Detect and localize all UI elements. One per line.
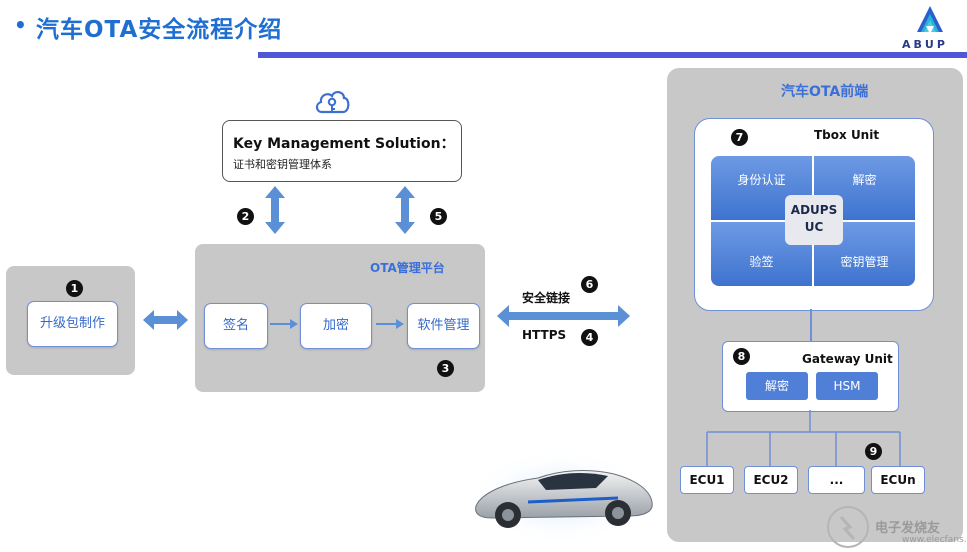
kms-title: Key Management Solution： <box>233 136 455 152</box>
encrypt-box: 加密 <box>300 303 372 349</box>
tbox-cell-decrypt: 解密 <box>814 156 915 220</box>
step-number-4: 4 <box>581 329 598 346</box>
step-number-3: 3 <box>437 360 454 377</box>
step-number-6: 6 <box>581 276 598 293</box>
sign-box: 签名 <box>204 303 268 349</box>
logo <box>903 4 957 38</box>
adups-line2: UC <box>804 220 824 234</box>
watermark-text: 电子发烧友 <box>875 521 941 536</box>
step-number-2: 2 <box>237 208 254 225</box>
gateway-hsm-label: HSM <box>833 379 861 393</box>
watermark-url: www.elecfans.com <box>902 535 967 545</box>
gateway-hsm-box: HSM <box>816 372 878 400</box>
ota-platform-title: OTA管理平台 <box>370 261 445 275</box>
tbox-cell-keymgmt-label: 密钥管理 <box>840 255 889 269</box>
adups-line1: ADUPS <box>790 203 838 217</box>
kms-box <box>222 120 462 182</box>
vertical-arrow-left <box>265 186 285 234</box>
gateway-title: Gateway Unit <box>802 352 893 366</box>
package-make-label: 升级包制作 <box>39 316 105 331</box>
logo-icon <box>917 6 943 34</box>
ecu-tree-lines <box>706 410 901 466</box>
page-title: 汽车OTA安全流程介绍 <box>36 17 283 43</box>
step-number-1: 1 <box>66 280 83 297</box>
flow-arrow-2 <box>376 319 404 329</box>
ecu-2: ECU2 <box>744 466 798 494</box>
software-mgmt-box: 软件管理 <box>407 303 480 349</box>
step-number-8: 8 <box>733 348 750 365</box>
connector-tbox-gateway <box>810 309 812 341</box>
horizontal-arrow-left <box>143 310 188 330</box>
header-bar <box>258 52 967 58</box>
cloud-key-icon <box>313 86 351 116</box>
ecu-1-label: ECU1 <box>689 473 725 487</box>
secure-link-label: 安全链接 <box>522 291 571 305</box>
https-label: HTTPS <box>522 328 567 342</box>
kms-subtitle: 证书和密钥管理体系 <box>233 158 332 171</box>
ecu-ellipsis: ... <box>808 466 865 494</box>
ota-frontend-title: 汽车OTA前端 <box>781 84 869 100</box>
ecu-1: ECU1 <box>680 466 734 494</box>
sign-label: 签名 <box>222 318 249 333</box>
ecu-ellipsis-label: ... <box>829 473 844 487</box>
tbox-cell-auth-label: 身份认证 <box>737 173 786 187</box>
adups-uc-box: ADUPS UC <box>785 195 843 245</box>
step-number-9: 9 <box>865 443 882 460</box>
software-mgmt-label: 软件管理 <box>417 318 470 333</box>
tbox-title: Tbox Unit <box>814 128 880 142</box>
gateway-decrypt-label: 解密 <box>764 379 789 393</box>
car-illustration <box>470 444 653 540</box>
step-number-7: 7 <box>731 129 748 146</box>
gateway-decrypt-box: 解密 <box>746 372 808 400</box>
tbox-cell-verify-label: 验签 <box>749 255 774 269</box>
encrypt-label: 加密 <box>322 318 349 333</box>
package-make-box: 升级包制作 <box>27 301 118 347</box>
https-arrow <box>497 305 630 327</box>
title-bullet: • <box>14 13 27 37</box>
flow-arrow-1 <box>270 319 298 329</box>
logo-text: ABUP <box>902 38 948 51</box>
step-number-5: 5 <box>430 208 447 225</box>
ecu-n-label: ECUn <box>880 473 916 487</box>
vertical-arrow-right <box>395 186 415 234</box>
ecu-n: ECUn <box>871 466 925 494</box>
ecu-2-label: ECU2 <box>753 473 789 487</box>
tbox-cell-decrypt-label: 解密 <box>852 173 877 187</box>
watermark-logo-icon <box>827 506 869 548</box>
